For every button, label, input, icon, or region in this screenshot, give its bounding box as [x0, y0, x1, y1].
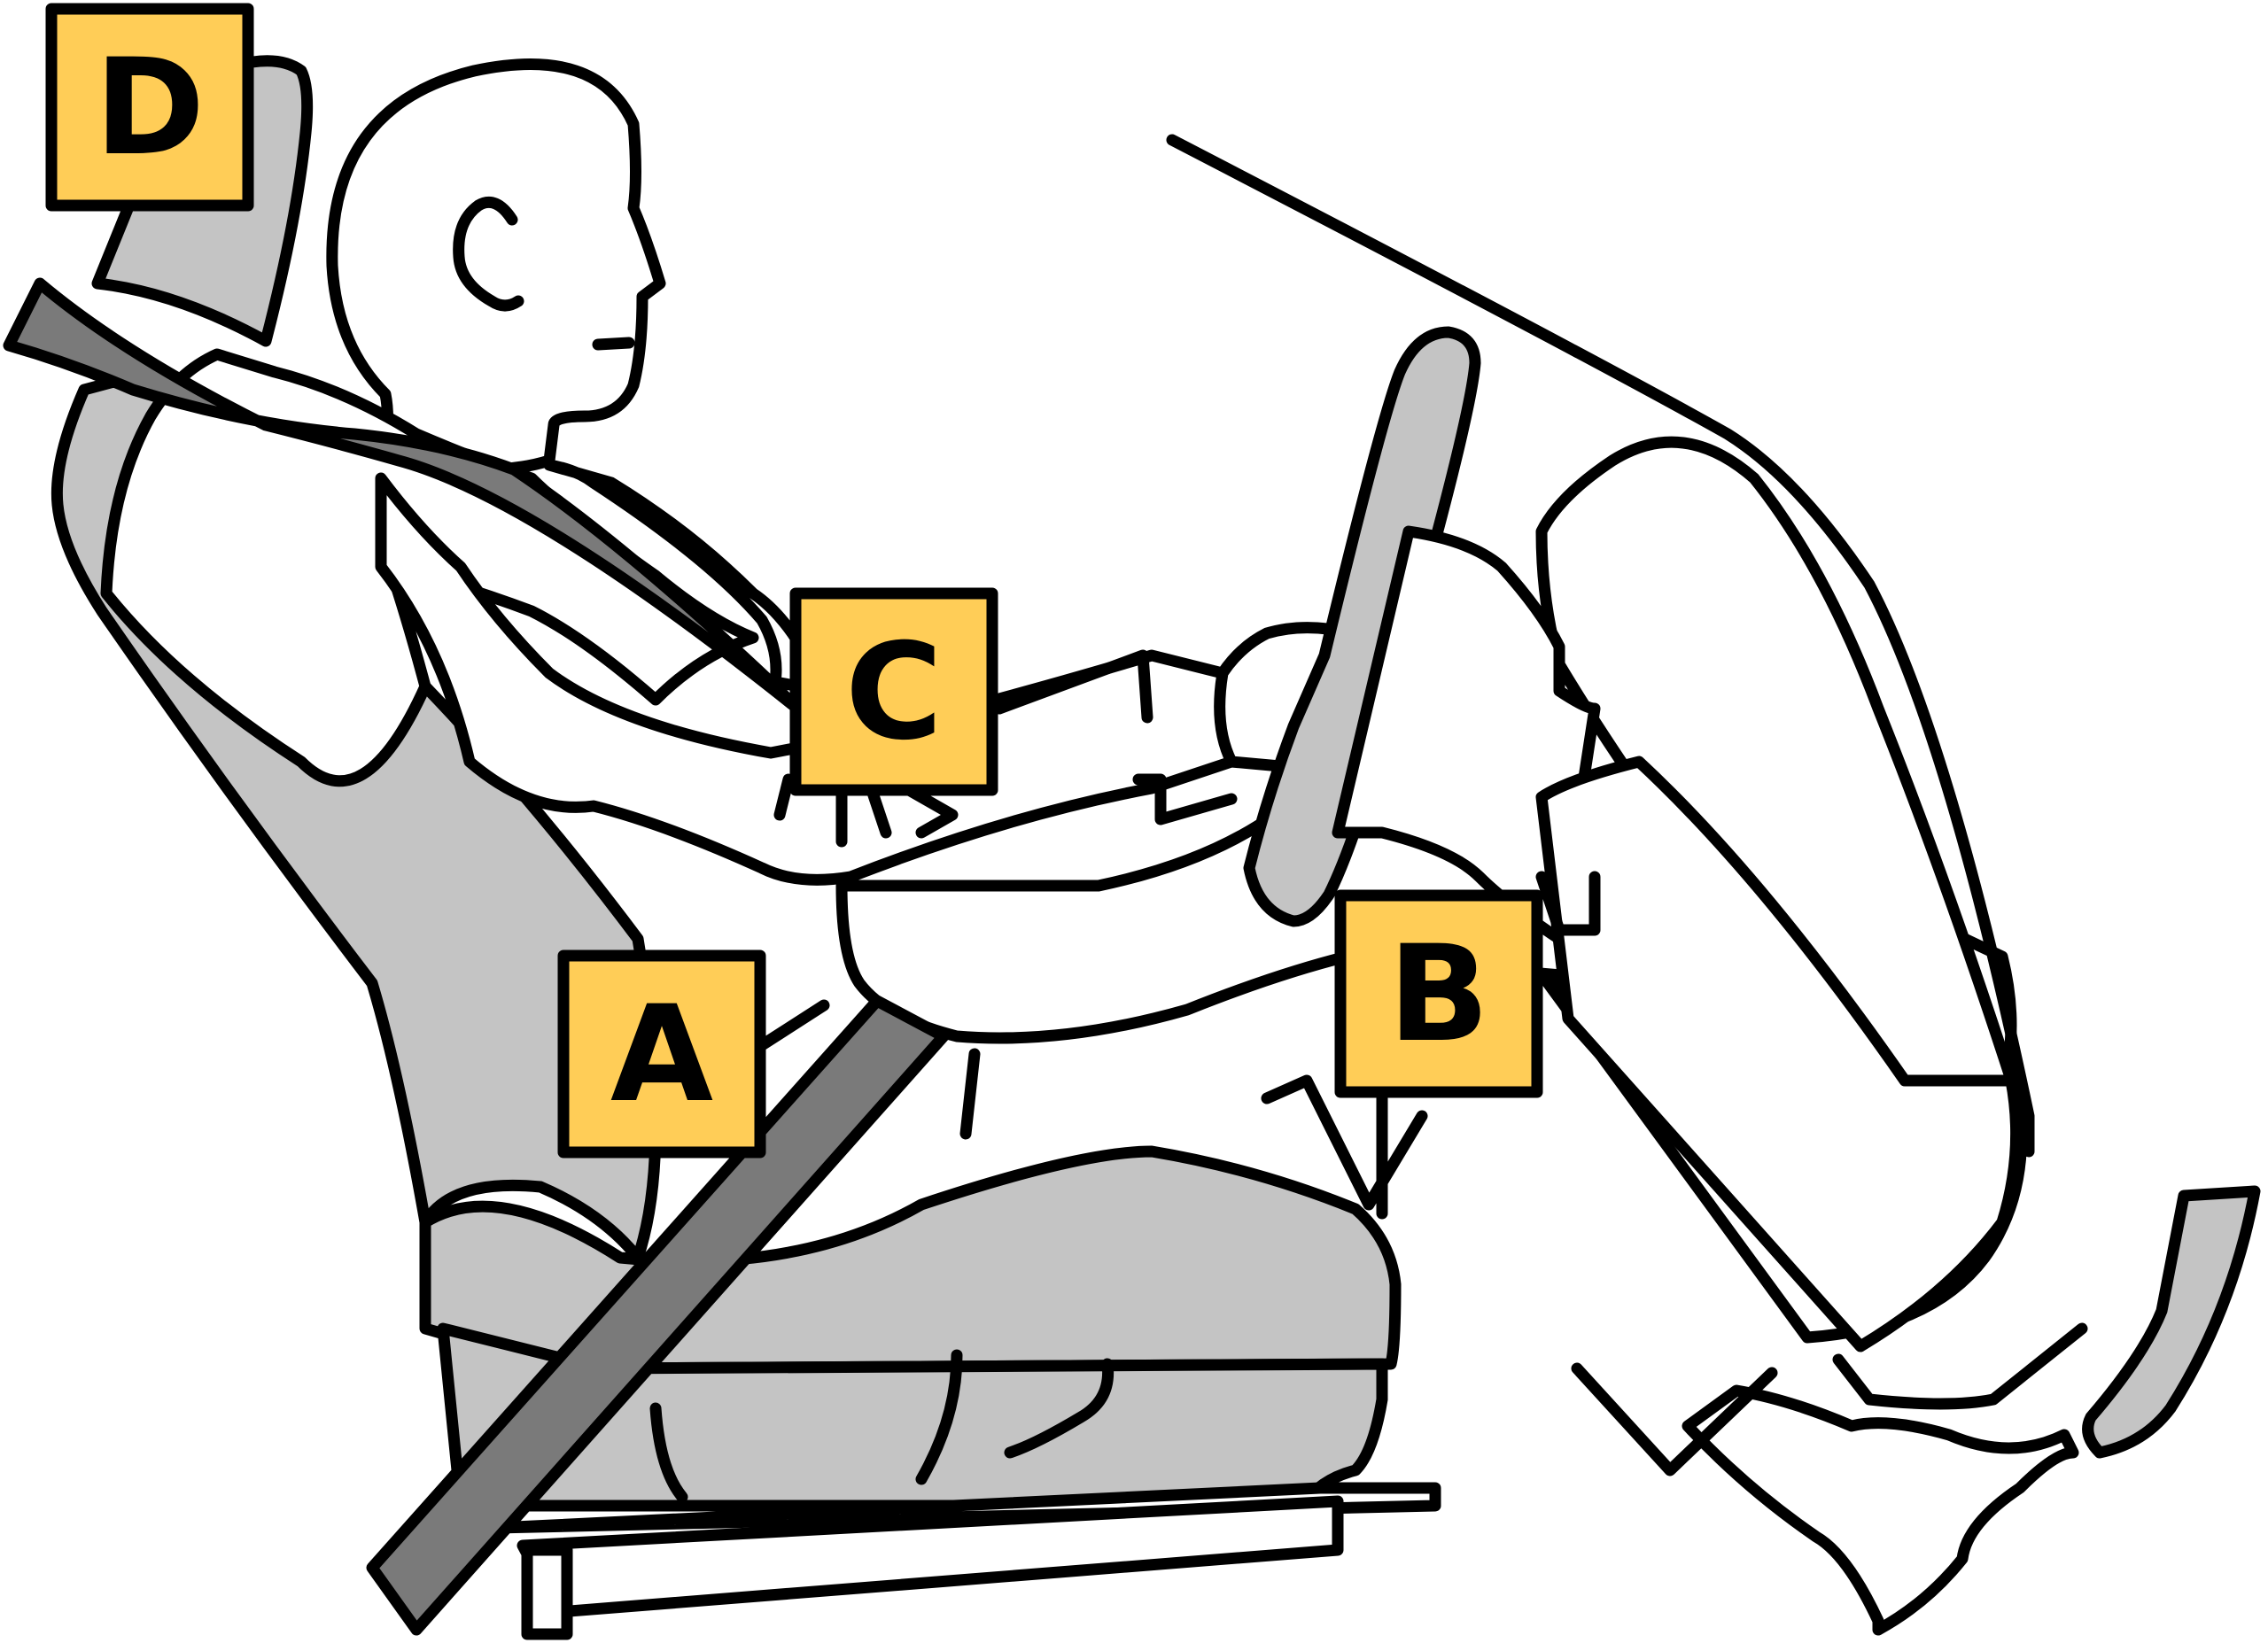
pedal	[2082, 1185, 2261, 1459]
label-a-box	[557, 949, 766, 1159]
label-a-text: A	[610, 978, 713, 1132]
seatbelt-shoulder-strap	[3, 277, 804, 715]
occupant-foot	[1682, 1384, 2079, 1636]
label-c-box	[789, 587, 998, 796]
seat-foot	[521, 1544, 573, 1640]
occupant-ear	[453, 197, 524, 312]
dashboard	[1535, 756, 2023, 1352]
label-c: C	[789, 587, 998, 796]
measurement-markers	[756, 649, 1601, 1220]
label-c-text: C	[845, 616, 943, 770]
label-b-box	[1334, 889, 1543, 1098]
seatbelt	[3, 277, 950, 1636]
label-a: A	[557, 949, 766, 1159]
label-d-box	[45, 3, 254, 212]
vehicle-interior	[1166, 134, 2261, 1476]
seatbelt-lap-strap	[366, 995, 950, 1636]
label-b-text: B	[1388, 918, 1489, 1072]
occupant-head	[326, 58, 666, 476]
windshield-line	[1166, 134, 2035, 1158]
label-d-text: D	[95, 31, 206, 185]
label-b: B	[1334, 889, 1543, 1098]
label-d: D	[45, 3, 254, 212]
